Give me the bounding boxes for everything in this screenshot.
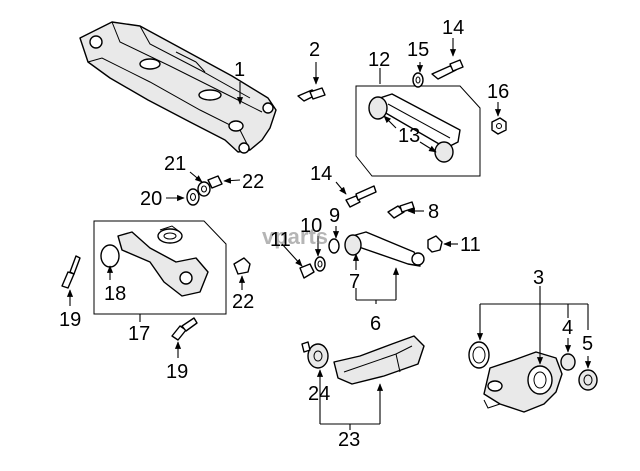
callout-numbers: 1 2 3 4 5 6 7 8 9 10 11 11 12 13 14 14 1… — [59, 17, 593, 451]
callout-11-left: 11 — [270, 229, 291, 251]
leader-lines — [66, 38, 592, 430]
bolt-part-19-lower — [171, 317, 198, 341]
callout-7: 7 — [349, 271, 360, 293]
callout-6: 6 — [370, 313, 381, 335]
callout-19-left: 19 — [59, 309, 81, 331]
callout-24: 24 — [308, 383, 330, 405]
upper-link-box-part-12 — [355, 85, 481, 177]
callout-22-lower: 22 — [232, 291, 254, 313]
callout-10: 10 — [300, 215, 322, 237]
nut-part-22-lower — [233, 257, 251, 275]
callout-21: 21 — [164, 153, 186, 175]
callout-1: 1 — [234, 59, 245, 81]
nut-part-16 — [491, 117, 507, 135]
washer-part-20 — [186, 188, 200, 206]
bolt-part-19-left — [61, 255, 81, 289]
callout-22-upper: 22 — [242, 171, 264, 193]
callout-12: 12 — [368, 49, 390, 71]
washer-part-15 — [412, 72, 424, 88]
knuckle-part-3 — [483, 351, 563, 413]
washer-part-21 — [197, 181, 211, 197]
crossmember-part-1 — [79, 21, 277, 154]
bolt-part-14-middle — [345, 185, 377, 208]
watermark-text: vparts — [262, 224, 328, 249]
callout-23: 23 — [338, 429, 360, 451]
callout-2: 2 — [309, 39, 320, 61]
callout-8: 8 — [428, 201, 439, 223]
washer-part-10 — [314, 256, 326, 272]
callout-14-middle: 14 — [310, 163, 332, 185]
bolt-part-2 — [297, 87, 326, 102]
bolt-part-14-upper — [431, 59, 464, 80]
bolt-part-8 — [387, 201, 415, 219]
callout-20: 20 — [140, 188, 162, 210]
callout-5: 5 — [582, 333, 593, 355]
callout-15: 15 — [407, 39, 429, 61]
bushing-part-24 — [301, 341, 329, 369]
callout-16: 16 — [487, 81, 509, 103]
nut-part-11-right — [427, 235, 443, 253]
lower-arm-box-part-17 — [93, 220, 227, 315]
callout-9: 9 — [329, 205, 340, 227]
snap-ring-part-3 — [468, 341, 490, 369]
nut-part-22-upper — [207, 175, 223, 189]
callout-18: 18 — [104, 283, 126, 305]
callout-13: 13 — [398, 125, 420, 147]
bushing-part-5 — [578, 369, 598, 391]
callout-19-lower: 19 — [166, 361, 188, 383]
callout-14-upper: 14 — [442, 17, 464, 39]
trailing-arm-part-23 — [333, 335, 425, 385]
callout-3: 3 — [533, 267, 544, 289]
nut-part-11-left — [299, 263, 315, 279]
link-part-7 — [344, 231, 425, 267]
bushing-part-4 — [560, 353, 576, 371]
callout-17: 17 — [128, 323, 150, 345]
washer-part-9 — [328, 238, 340, 254]
callout-4: 4 — [562, 317, 573, 339]
callout-11-right: 11 — [460, 234, 481, 256]
